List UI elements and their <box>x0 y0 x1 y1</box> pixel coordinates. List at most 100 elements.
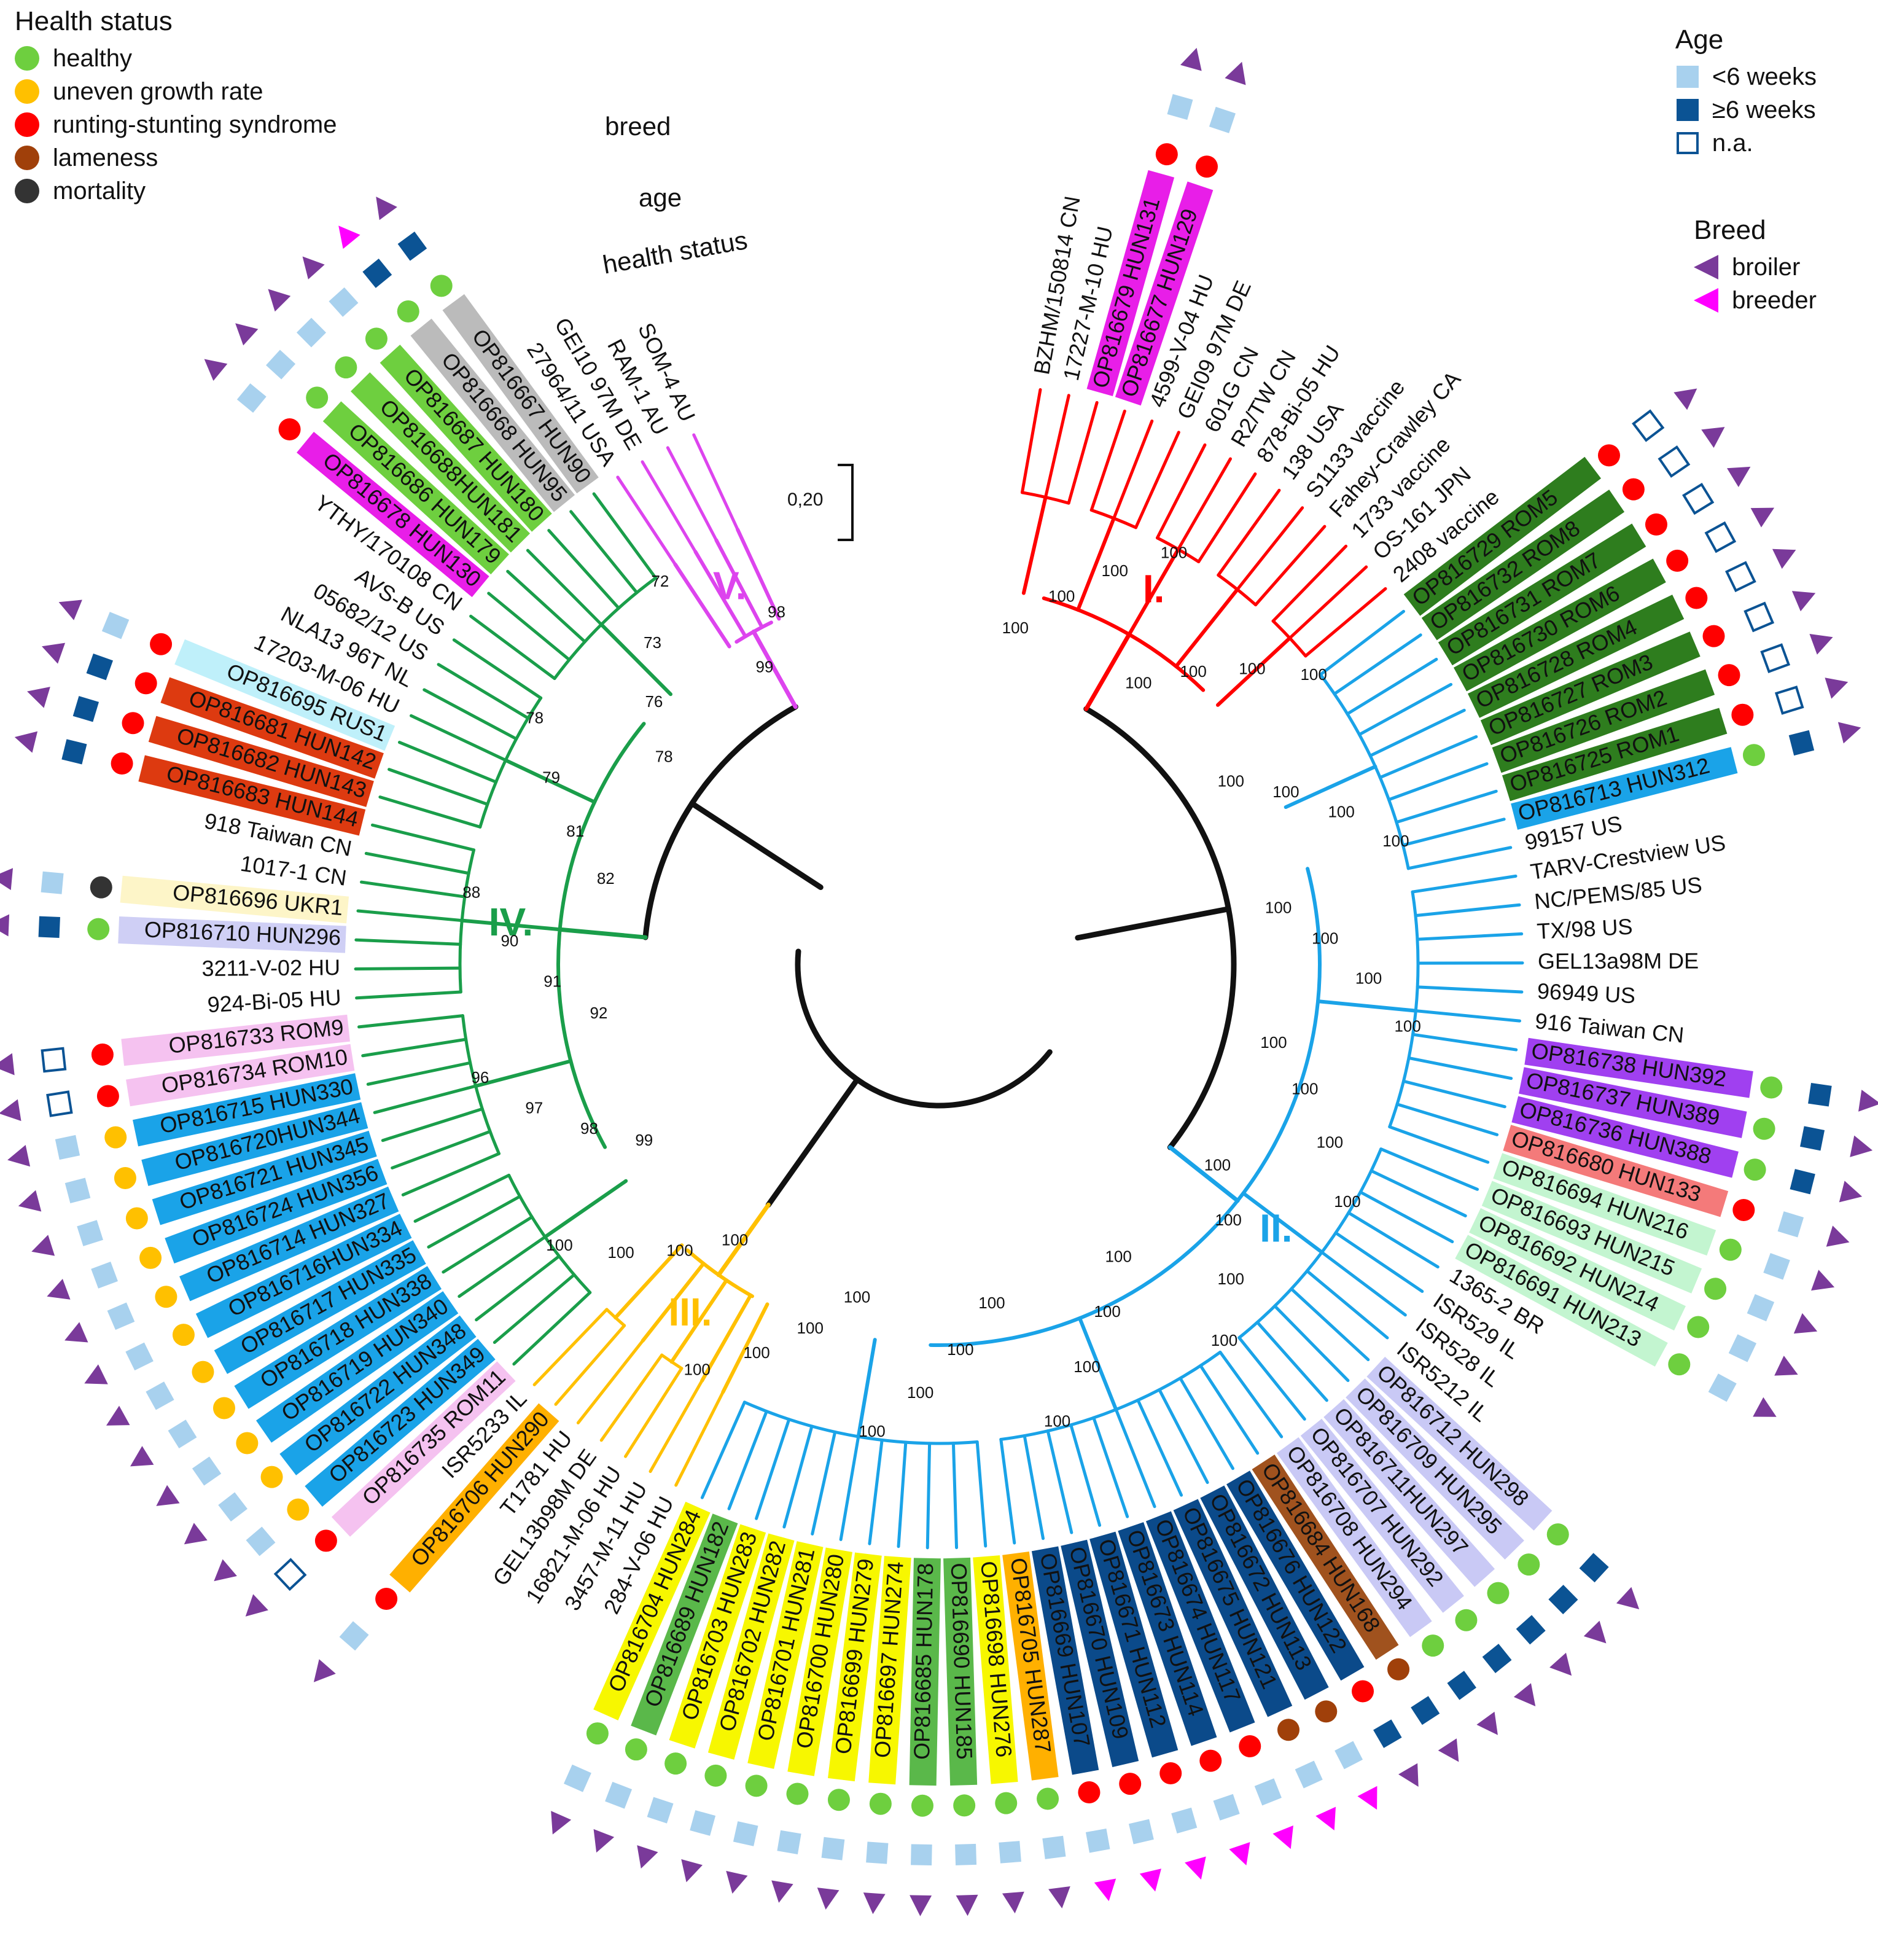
breed-triangle <box>1750 507 1775 528</box>
health-status-dot <box>90 876 112 899</box>
tip-highlight <box>1455 1235 1668 1367</box>
tip-branch <box>391 1130 492 1169</box>
tip-branch <box>569 510 639 595</box>
tip-branch <box>1319 609 1406 676</box>
health-status-dot <box>212 1397 235 1419</box>
breed-triangle <box>593 1829 615 1853</box>
health-status-dot <box>953 1794 976 1817</box>
tip-label: OP816685 HUN178 <box>909 1563 938 1760</box>
bootstrap-value: 100 <box>1161 544 1187 562</box>
breed-triangle <box>1616 1587 1640 1610</box>
subclade-branch <box>504 758 597 804</box>
health-status-dot <box>1078 1781 1101 1804</box>
tip-branch <box>1388 1125 1490 1164</box>
square-icon <box>1676 132 1699 154</box>
breed-triangle <box>245 1594 268 1617</box>
clade-label: V. <box>713 563 747 607</box>
age-square <box>64 1177 91 1204</box>
subclade-branch <box>473 1059 573 1088</box>
age-square <box>1788 730 1815 756</box>
tip-highlight <box>1492 669 1715 773</box>
health-status-dot <box>745 1775 768 1797</box>
tip-branch <box>1305 1269 1389 1340</box>
age-square <box>1708 1373 1737 1402</box>
square-icon <box>1676 66 1699 88</box>
tip-branch <box>641 460 697 553</box>
tip-label: 96949 US <box>1537 978 1636 1009</box>
age-square <box>397 232 427 261</box>
tip-branch <box>1290 1287 1370 1362</box>
tip-branch <box>700 1400 746 1499</box>
tip-highlight <box>1252 1454 1399 1660</box>
breed-triangle <box>0 1099 21 1122</box>
legend-breed-item: breeder <box>1694 284 1817 317</box>
tip-label: 924-Bi-05 HU <box>207 985 342 1018</box>
legend-age-title: Age <box>1675 25 1724 55</box>
tip-highlight <box>255 1291 459 1443</box>
tip-highlight <box>118 916 346 953</box>
tip-branch <box>692 433 739 531</box>
clade-label: III. <box>668 1290 712 1334</box>
legend-health-label: runting-stunting syndrome <box>53 111 337 138</box>
tip-branch <box>839 1435 860 1541</box>
health-status-dot <box>1753 1117 1775 1140</box>
tip-branch <box>1333 633 1422 696</box>
bootstrap-value: 100 <box>1218 1270 1244 1288</box>
tip-highlight <box>133 1073 361 1147</box>
tip-branch <box>1401 1079 1506 1109</box>
tip-highlight <box>279 1315 477 1475</box>
tip-highlight <box>593 1501 711 1720</box>
tip-highlight <box>322 401 509 575</box>
tip-highlight <box>1089 1531 1179 1758</box>
tip-branch <box>366 1061 472 1086</box>
age-square <box>1774 685 1804 715</box>
legend-breed-label: broiler <box>1732 253 1801 281</box>
health-status-dot <box>1487 1582 1510 1604</box>
breed-triangle <box>1272 1825 1293 1849</box>
tip-highlight <box>351 372 531 553</box>
breed-triangle <box>42 642 66 664</box>
age-square <box>1744 601 1775 633</box>
tip-branch <box>1179 1376 1234 1470</box>
bootstrap-value: 73 <box>644 633 661 652</box>
age-square <box>1579 1553 1609 1583</box>
age-square <box>41 871 64 894</box>
tip-branch <box>1069 1423 1102 1527</box>
tip-highlight <box>1480 631 1701 746</box>
age-square <box>218 1492 247 1522</box>
tip-highlight <box>1276 1437 1432 1638</box>
tip-highlight <box>1300 1418 1464 1613</box>
bootstrap-value: 100 <box>1048 587 1075 605</box>
tip-branch <box>624 1367 684 1458</box>
health-status-dot <box>150 633 173 655</box>
bootstrap-value: 100 <box>978 1294 1005 1312</box>
subclade-branch <box>856 1338 877 1439</box>
health-status-dot <box>1718 664 1740 687</box>
tip-branch <box>1358 1190 1454 1244</box>
subclade-branch <box>599 622 672 697</box>
legend-age-label: <6 weeks <box>1712 63 1817 90</box>
legend-health-item: mortality <box>15 174 337 208</box>
legend-breed-title: Breed <box>1694 215 1766 245</box>
health-status-dot <box>1742 744 1765 767</box>
bootstrap-value: 100 <box>1125 674 1151 692</box>
breed-triangle <box>1094 1878 1116 1902</box>
health-status-dot <box>1352 1680 1374 1703</box>
age-square <box>1482 1644 1512 1673</box>
age-square <box>329 287 359 317</box>
tip-branch <box>1414 903 1521 918</box>
tip-branch <box>1089 409 1126 512</box>
tip-highlight <box>120 875 349 924</box>
tip-branch <box>354 938 462 946</box>
tip-branch <box>1067 400 1099 505</box>
breed-triangle <box>681 1859 703 1883</box>
health-status-dot <box>91 1043 114 1066</box>
bootstrap-value: 100 <box>1260 1033 1287 1052</box>
bootstrap-value: 90 <box>501 932 518 950</box>
tip-highlight <box>121 1014 350 1066</box>
tip-branch <box>755 1418 791 1520</box>
tip-branch <box>359 880 467 899</box>
bootstrap-value: 100 <box>1317 1133 1343 1152</box>
bootstrap-value: 100 <box>1355 969 1382 987</box>
